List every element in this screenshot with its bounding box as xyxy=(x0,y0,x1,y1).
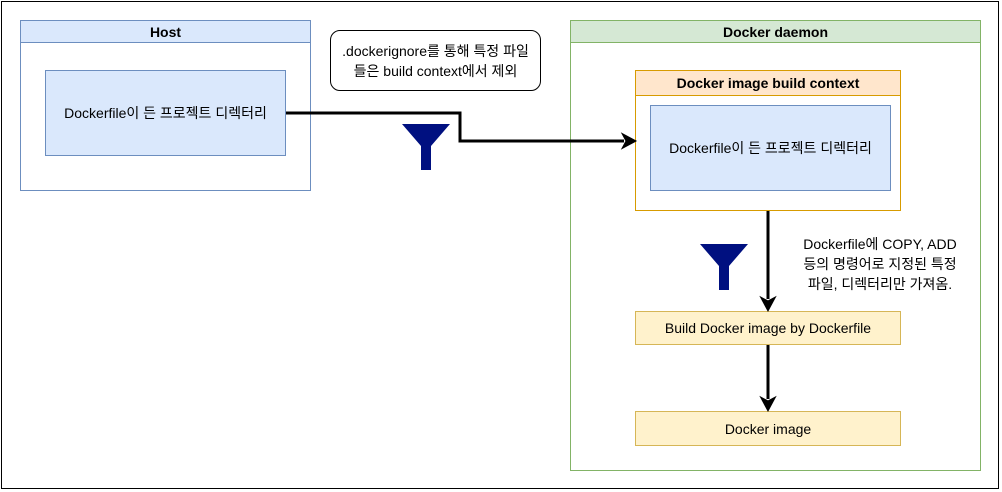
host-to-context-arrowhead xyxy=(620,132,638,150)
host-title: Host xyxy=(21,21,310,43)
build-step-box: Build Docker image by Dockerfile xyxy=(635,311,901,345)
funnel-icon xyxy=(700,244,748,290)
context-to-build-arrowhead xyxy=(759,295,777,313)
docker-daemon-title: Docker daemon xyxy=(571,21,980,43)
host-to-context-arrow xyxy=(286,111,624,143)
dockerignore-note-line: .dockerignore를 통해 특정 파일 xyxy=(342,42,529,59)
dockerfile-filter-note-line: Dockerfile에 COPY, ADD xyxy=(803,236,957,252)
dockerignore-note-line: 들은 build context에서 제외 xyxy=(353,62,518,79)
build-to-image-arrowhead xyxy=(759,395,777,413)
dockerfile-filter-note: Dockerfile에 COPY, ADD 등의 명령어로 지정된 특정 파일,… xyxy=(788,234,972,294)
funnel-icon xyxy=(402,124,450,170)
dockerfile-filter-note-line: 파일, 디렉터리만 가져옴. xyxy=(807,276,953,292)
host-project-directory: Dockerfile이 든 프로젝트 디렉터리 xyxy=(45,70,286,156)
dockerignore-note: .dockerignore를 통해 특정 파일 들은 build context… xyxy=(330,30,541,91)
context-project-directory: Dockerfile이 든 프로젝트 디렉터리 xyxy=(650,105,891,191)
dockerfile-filter-note-line: 등의 명령어로 지정된 특정 xyxy=(803,256,957,272)
build-context-title: Docker image build context xyxy=(636,71,900,96)
